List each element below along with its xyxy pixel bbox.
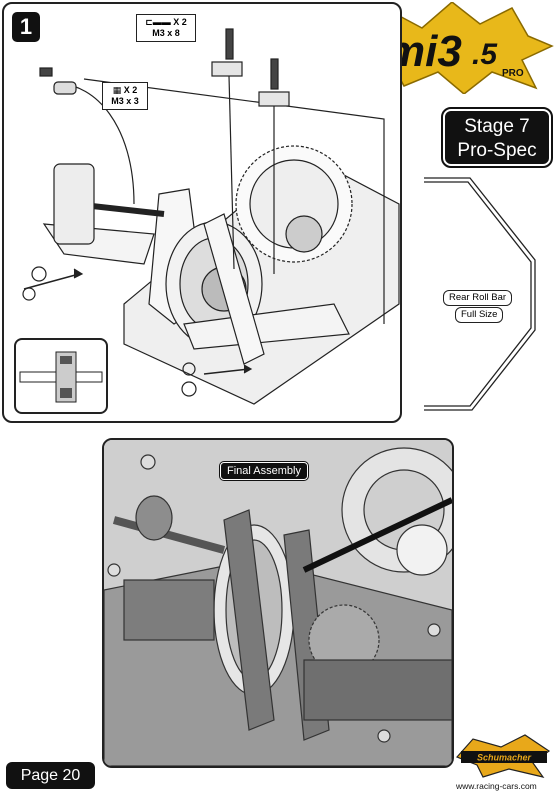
final-assembly-drawing <box>104 440 452 766</box>
set-screw-icon: ▦ <box>112 85 122 95</box>
svg-text:Schumacher: Schumacher <box>477 753 532 763</box>
screw-size: M3 x 8 <box>152 28 180 38</box>
svg-text:PRO: PRO <box>502 68 524 79</box>
screw-icon: ⊏▬▬ <box>145 17 171 27</box>
final-assembly-panel: Final Assembly <box>102 438 454 768</box>
stage-line-2: Pro-Spec <box>457 140 537 161</box>
svg-text:.5: .5 <box>472 38 498 71</box>
stage-line-1: Stage 7 <box>464 116 530 137</box>
roll-bar-label: Rear Roll Bar <box>443 290 513 306</box>
stage-title: Stage 7 Pro-Spec <box>441 107 553 168</box>
set-screw-detail-inset <box>14 338 108 414</box>
final-assembly-label: Final Assembly <box>219 461 309 481</box>
brand-logo-graphic: Schumacher <box>455 734 551 778</box>
screw-label-m3x8: ⊏▬▬ X 2 M3 x 8 <box>136 14 196 42</box>
roll-bar-size-note: Full Size <box>455 307 504 323</box>
set-screw-qty: X 2 <box>123 85 138 95</box>
brand-logo: Schumacher <box>453 733 553 779</box>
step-number: 1 <box>12 12 40 42</box>
set-screw-detail-drawing <box>19 351 103 403</box>
screw-label-m3x3: ▦ X 2 M3 x 3 <box>102 82 148 110</box>
set-screw-size: M3 x 3 <box>111 96 139 106</box>
page-number: Page 20 <box>6 762 95 789</box>
step-panel: 1 <box>2 2 402 423</box>
rear-chassis-drawing <box>22 28 400 405</box>
website-url[interactable]: www.racing-cars.com <box>456 781 537 791</box>
screw-qty: X 2 <box>173 17 187 27</box>
